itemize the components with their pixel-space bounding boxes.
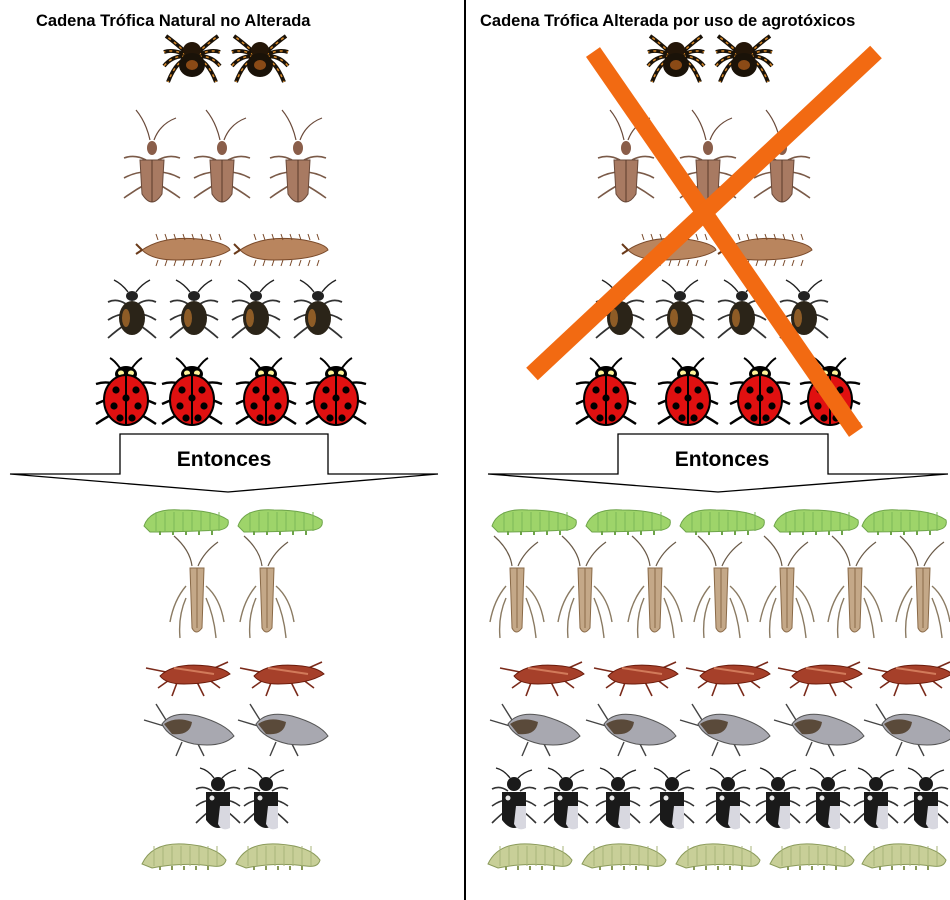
- cross-out-mark: [0, 0, 950, 900]
